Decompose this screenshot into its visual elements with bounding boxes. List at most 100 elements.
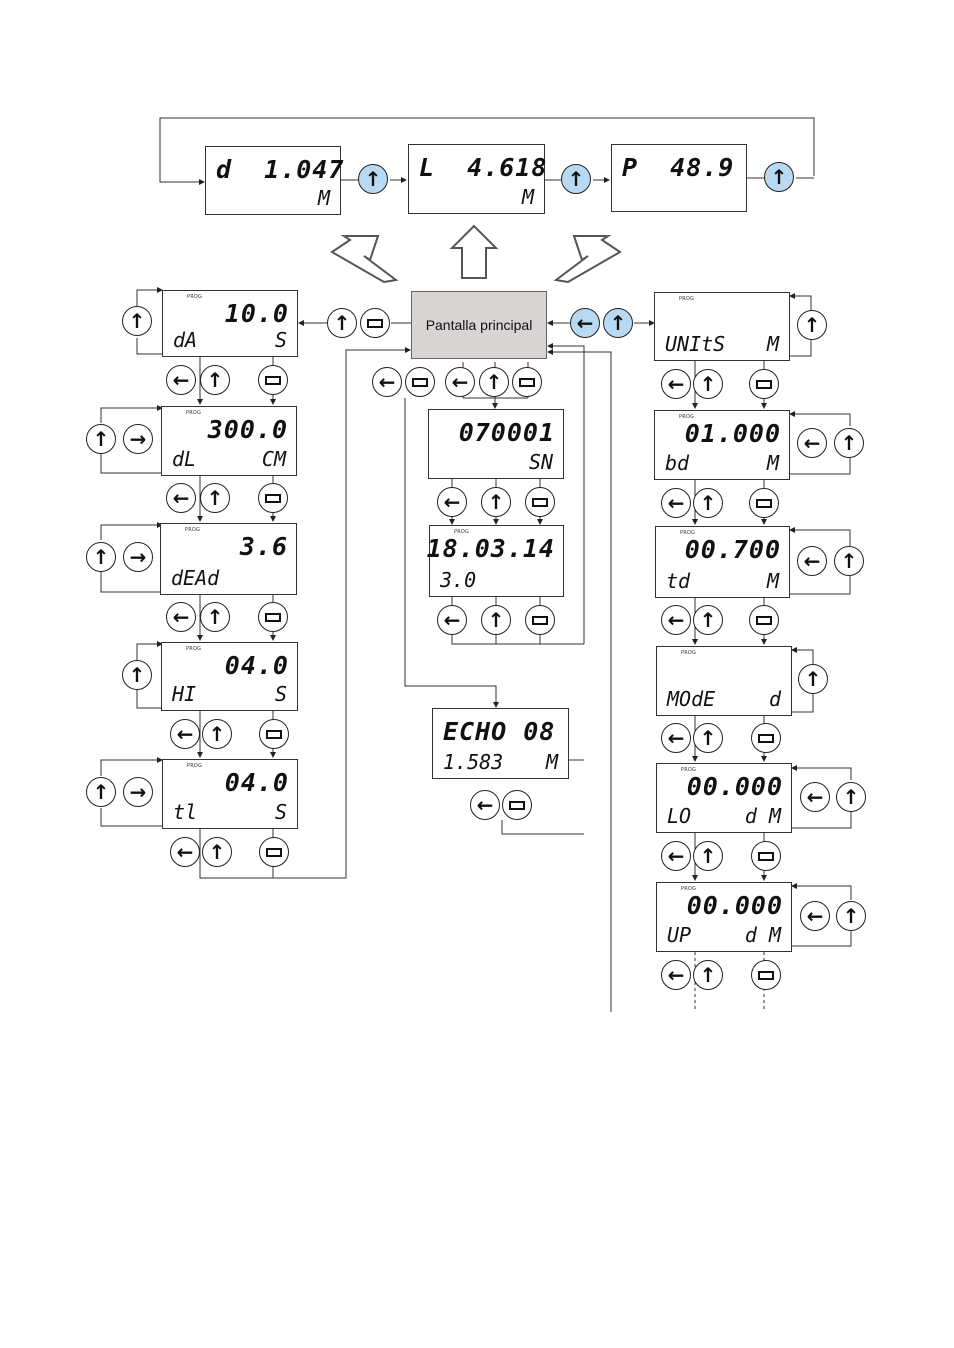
left-arrow-icon: ← [667,608,685,632]
left-arrow-button[interactable]: ← [797,546,827,576]
up-arrow-button[interactable]: ↑ [479,367,509,397]
left-arrow-button[interactable]: ← [437,605,467,635]
up-arrow-button[interactable]: ↑ [481,487,511,517]
up-arrow-button[interactable]: ↑ [202,719,232,749]
right-arrow-button[interactable]: → [123,777,153,807]
top-display-percent: P 48.9 [611,144,747,212]
left-arrow-button[interactable]: ← [166,602,196,632]
display-param: HI [172,682,197,706]
enter-button[interactable] [512,367,542,397]
left-arrow-button[interactable]: ← [445,367,475,397]
left-arrow-button[interactable]: ← [170,719,200,749]
enter-button[interactable] [751,841,781,871]
up-arrow-button[interactable]: ↑ [834,546,864,576]
left-arrow-button[interactable]: ← [470,790,500,820]
left-arrow-button[interactable]: ← [437,487,467,517]
up-arrow-button[interactable]: ↑ [200,483,230,513]
left-arrow-icon: ← [172,605,190,629]
display-unit: CM [261,447,286,471]
up-arrow-button[interactable]: ↑ [764,162,794,192]
left-arrow-button[interactable]: ← [800,782,830,812]
enter-button[interactable] [259,837,289,867]
left-display-dead: PROG 3.6 dEAd [160,523,297,595]
left-arrow-button[interactable]: ← [661,605,691,635]
left-arrow-button[interactable]: ← [661,488,691,518]
left-arrow-button[interactable]: ← [797,428,827,458]
up-arrow-button[interactable]: ↑ [358,164,388,194]
left-arrow-button[interactable]: ← [661,841,691,871]
up-arrow-button[interactable]: ↑ [200,602,230,632]
up-arrow-button[interactable]: ↑ [561,164,591,194]
enter-button[interactable] [360,308,390,338]
enter-button[interactable] [502,790,532,820]
enter-button[interactable] [525,487,555,517]
up-arrow-icon: ↑ [487,608,505,632]
right-arrow-button[interactable]: → [123,542,153,572]
up-arrow-icon: ↑ [208,840,226,864]
up-arrow-button[interactable]: ↑ [481,605,511,635]
left-arrow-button[interactable]: ← [661,960,691,990]
up-arrow-button[interactable]: ↑ [86,542,116,572]
up-arrow-button[interactable]: ↑ [693,605,723,635]
left-arrow-button[interactable]: ← [166,483,196,513]
up-arrow-button[interactable]: ↑ [836,901,866,931]
display-unit: M [766,569,779,593]
enter-button[interactable] [258,483,288,513]
left-arrow-button[interactable]: ← [800,901,830,931]
enter-button[interactable] [751,960,781,990]
right-arrow-button[interactable]: → [123,424,153,454]
left-arrow-button[interactable]: ← [372,367,402,397]
left-arrow-button[interactable]: ← [170,837,200,867]
up-arrow-button[interactable]: ↑ [797,310,827,340]
enter-button[interactable] [749,369,779,399]
up-arrow-button[interactable]: ↑ [798,664,828,694]
left-arrow-button[interactable]: ← [166,365,196,395]
up-arrow-button[interactable]: ↑ [86,424,116,454]
prog-label: PROG [186,410,202,416]
up-arrow-button[interactable]: ↑ [693,960,723,990]
up-arrow-button[interactable]: ↑ [693,369,723,399]
enter-icon [265,612,281,622]
enter-button[interactable] [525,605,555,635]
enter-button[interactable] [749,605,779,635]
up-arrow-button[interactable]: ↑ [836,782,866,812]
left-arrow-button[interactable]: ← [661,723,691,753]
up-arrow-button[interactable]: ↑ [603,308,633,338]
up-arrow-button[interactable]: ↑ [122,660,152,690]
enter-button[interactable] [259,719,289,749]
left-arrow-button[interactable]: ← [661,369,691,399]
display-line-2: dEAd [171,566,286,590]
prog-label: PROG [681,886,697,892]
right-arrow-icon: → [129,427,147,451]
enter-button[interactable] [405,367,435,397]
enter-icon [367,318,383,328]
display-line-1: d 1.047 [216,155,345,184]
display-param: dA [173,328,198,352]
up-arrow-button[interactable]: ↑ [200,365,230,395]
enter-button[interactable] [751,723,781,753]
up-arrow-button[interactable]: ↑ [693,723,723,753]
up-arrow-button[interactable]: ↑ [122,306,152,336]
enter-button[interactable] [258,365,288,395]
up-arrow-button[interactable]: ↑ [834,428,864,458]
left-arrow-icon: ← [476,793,494,817]
up-arrow-button[interactable]: ↑ [202,837,232,867]
left-arrow-icon: ← [806,785,824,809]
up-arrow-button[interactable]: ↑ [693,488,723,518]
up-arrow-button[interactable]: ↑ [327,308,357,338]
left-arrow-button[interactable]: ← [570,308,600,338]
enter-icon [509,800,525,810]
display-unit: S [274,682,287,706]
up-arrow-button[interactable]: ↑ [86,777,116,807]
up-arrow-button[interactable]: ↑ [693,841,723,871]
enter-button[interactable] [258,602,288,632]
enter-button[interactable] [749,488,779,518]
